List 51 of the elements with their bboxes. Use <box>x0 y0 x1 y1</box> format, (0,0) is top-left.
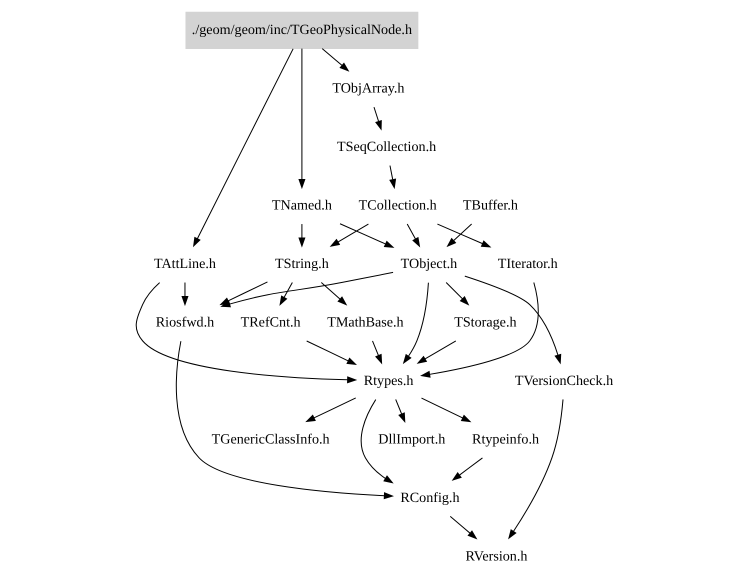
node-text: DllImport.h <box>378 431 446 448</box>
arrow <box>402 282 429 364</box>
arrow <box>395 399 406 423</box>
node-text: RVersion.h <box>465 548 528 564</box>
arrow <box>176 341 394 500</box>
arrow <box>464 276 562 364</box>
arrow <box>305 397 356 422</box>
node-text: TObjArray.h <box>332 80 404 97</box>
arrow <box>298 224 306 248</box>
arrow <box>416 340 456 364</box>
arrow <box>320 282 348 306</box>
arrow <box>330 224 369 247</box>
node-text: TMathBase.h <box>327 314 404 330</box>
arrow <box>446 224 472 248</box>
arrow <box>360 399 394 484</box>
arrow <box>452 458 483 481</box>
arrow <box>374 106 382 131</box>
node-box: ./geom/geom/inc/TGeoPhysicalNode.h <box>185 12 418 50</box>
node-text: Rtypes.h <box>364 372 414 389</box>
node-text: RConfig.h <box>400 490 460 506</box>
node-text: TIterator.h <box>498 256 558 272</box>
arrow <box>437 224 492 248</box>
arrow <box>372 340 382 364</box>
node-text: TString.h <box>275 256 329 272</box>
arrow <box>193 48 294 248</box>
arrow <box>406 224 420 248</box>
arrow <box>298 48 306 190</box>
node-text: TSeqCollection.h <box>337 139 436 156</box>
arrow <box>340 223 394 248</box>
node-text: TBuffer.h <box>462 198 518 214</box>
node-text: TRefCnt.h <box>240 314 301 330</box>
arrow <box>389 165 396 190</box>
node-text: TObject.h <box>400 256 458 272</box>
arrow <box>420 282 539 378</box>
arrow <box>450 516 478 540</box>
arrow <box>446 282 470 306</box>
node-text: TStorage.h <box>454 314 517 330</box>
node-text: TGenericClassInfo.h <box>212 431 330 448</box>
node-text: Riosfwd.h <box>156 314 214 330</box>
node-text: TAttLine.h <box>154 256 216 272</box>
arrow <box>421 398 472 422</box>
arrow <box>181 282 188 306</box>
arrow <box>508 399 564 540</box>
node-text: TCollection.h <box>358 198 437 214</box>
arrow <box>279 282 293 306</box>
node-text: TVersionCheck.h <box>514 372 614 389</box>
node-text: Rtypeinfo.h <box>472 431 540 448</box>
arrow <box>306 340 357 366</box>
arrow <box>136 282 358 384</box>
node-text: TNamed.h <box>272 198 332 214</box>
arrow <box>322 48 350 72</box>
